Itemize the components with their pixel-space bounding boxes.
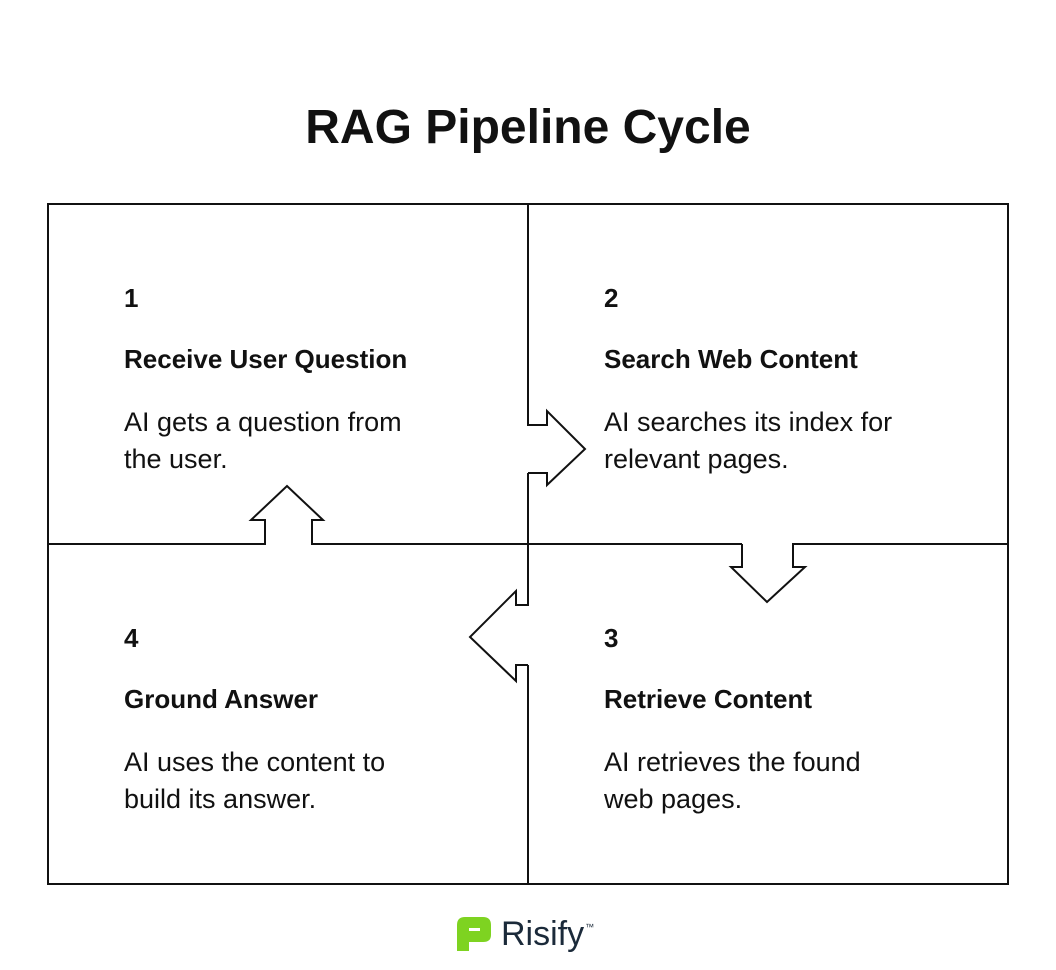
step-description: AI searches its index for relevant pages… — [604, 407, 893, 474]
step-card-1: 1 Receive User Question AI gets a questi… — [124, 283, 484, 478]
brand-name: Risify — [501, 915, 585, 953]
step-description: AI retrieves the found web pages. — [604, 747, 861, 814]
step-description: AI uses the content to build its answer. — [124, 747, 386, 814]
step-number: 2 — [604, 283, 619, 313]
trademark-mark: ™ — [585, 922, 595, 932]
arrow-down-icon — [728, 543, 1008, 604]
step-number: 4 — [124, 623, 139, 653]
step-number: 1 — [124, 283, 139, 313]
arrow-right-icon — [528, 408, 587, 488]
arrow-left-icon — [468, 588, 528, 684]
divider-left — [48, 484, 742, 545]
page-title: RAG Pipeline Cycle — [305, 101, 751, 154]
step-title: Retrieve Content — [604, 684, 813, 714]
step-title: Search Web Content — [604, 344, 858, 374]
step-card-2: 2 Search Web Content AI searches its ind… — [604, 283, 964, 478]
risify-logo-icon — [457, 917, 491, 951]
brand-footer: Risify ™ — [455, 912, 594, 956]
step-number: 3 — [604, 623, 619, 653]
step-description: AI gets a question from the user. — [124, 407, 402, 474]
step-card-3: 3 Retrieve Content AI retrieves the foun… — [604, 623, 964, 818]
divider-top — [527, 204, 547, 426]
step-title: Ground Answer — [124, 684, 319, 714]
step-card-4: 4 Ground Answer AI uses the content to b… — [124, 623, 484, 818]
step-title: Receive User Question — [124, 344, 408, 374]
divider-middle — [516, 473, 529, 606]
